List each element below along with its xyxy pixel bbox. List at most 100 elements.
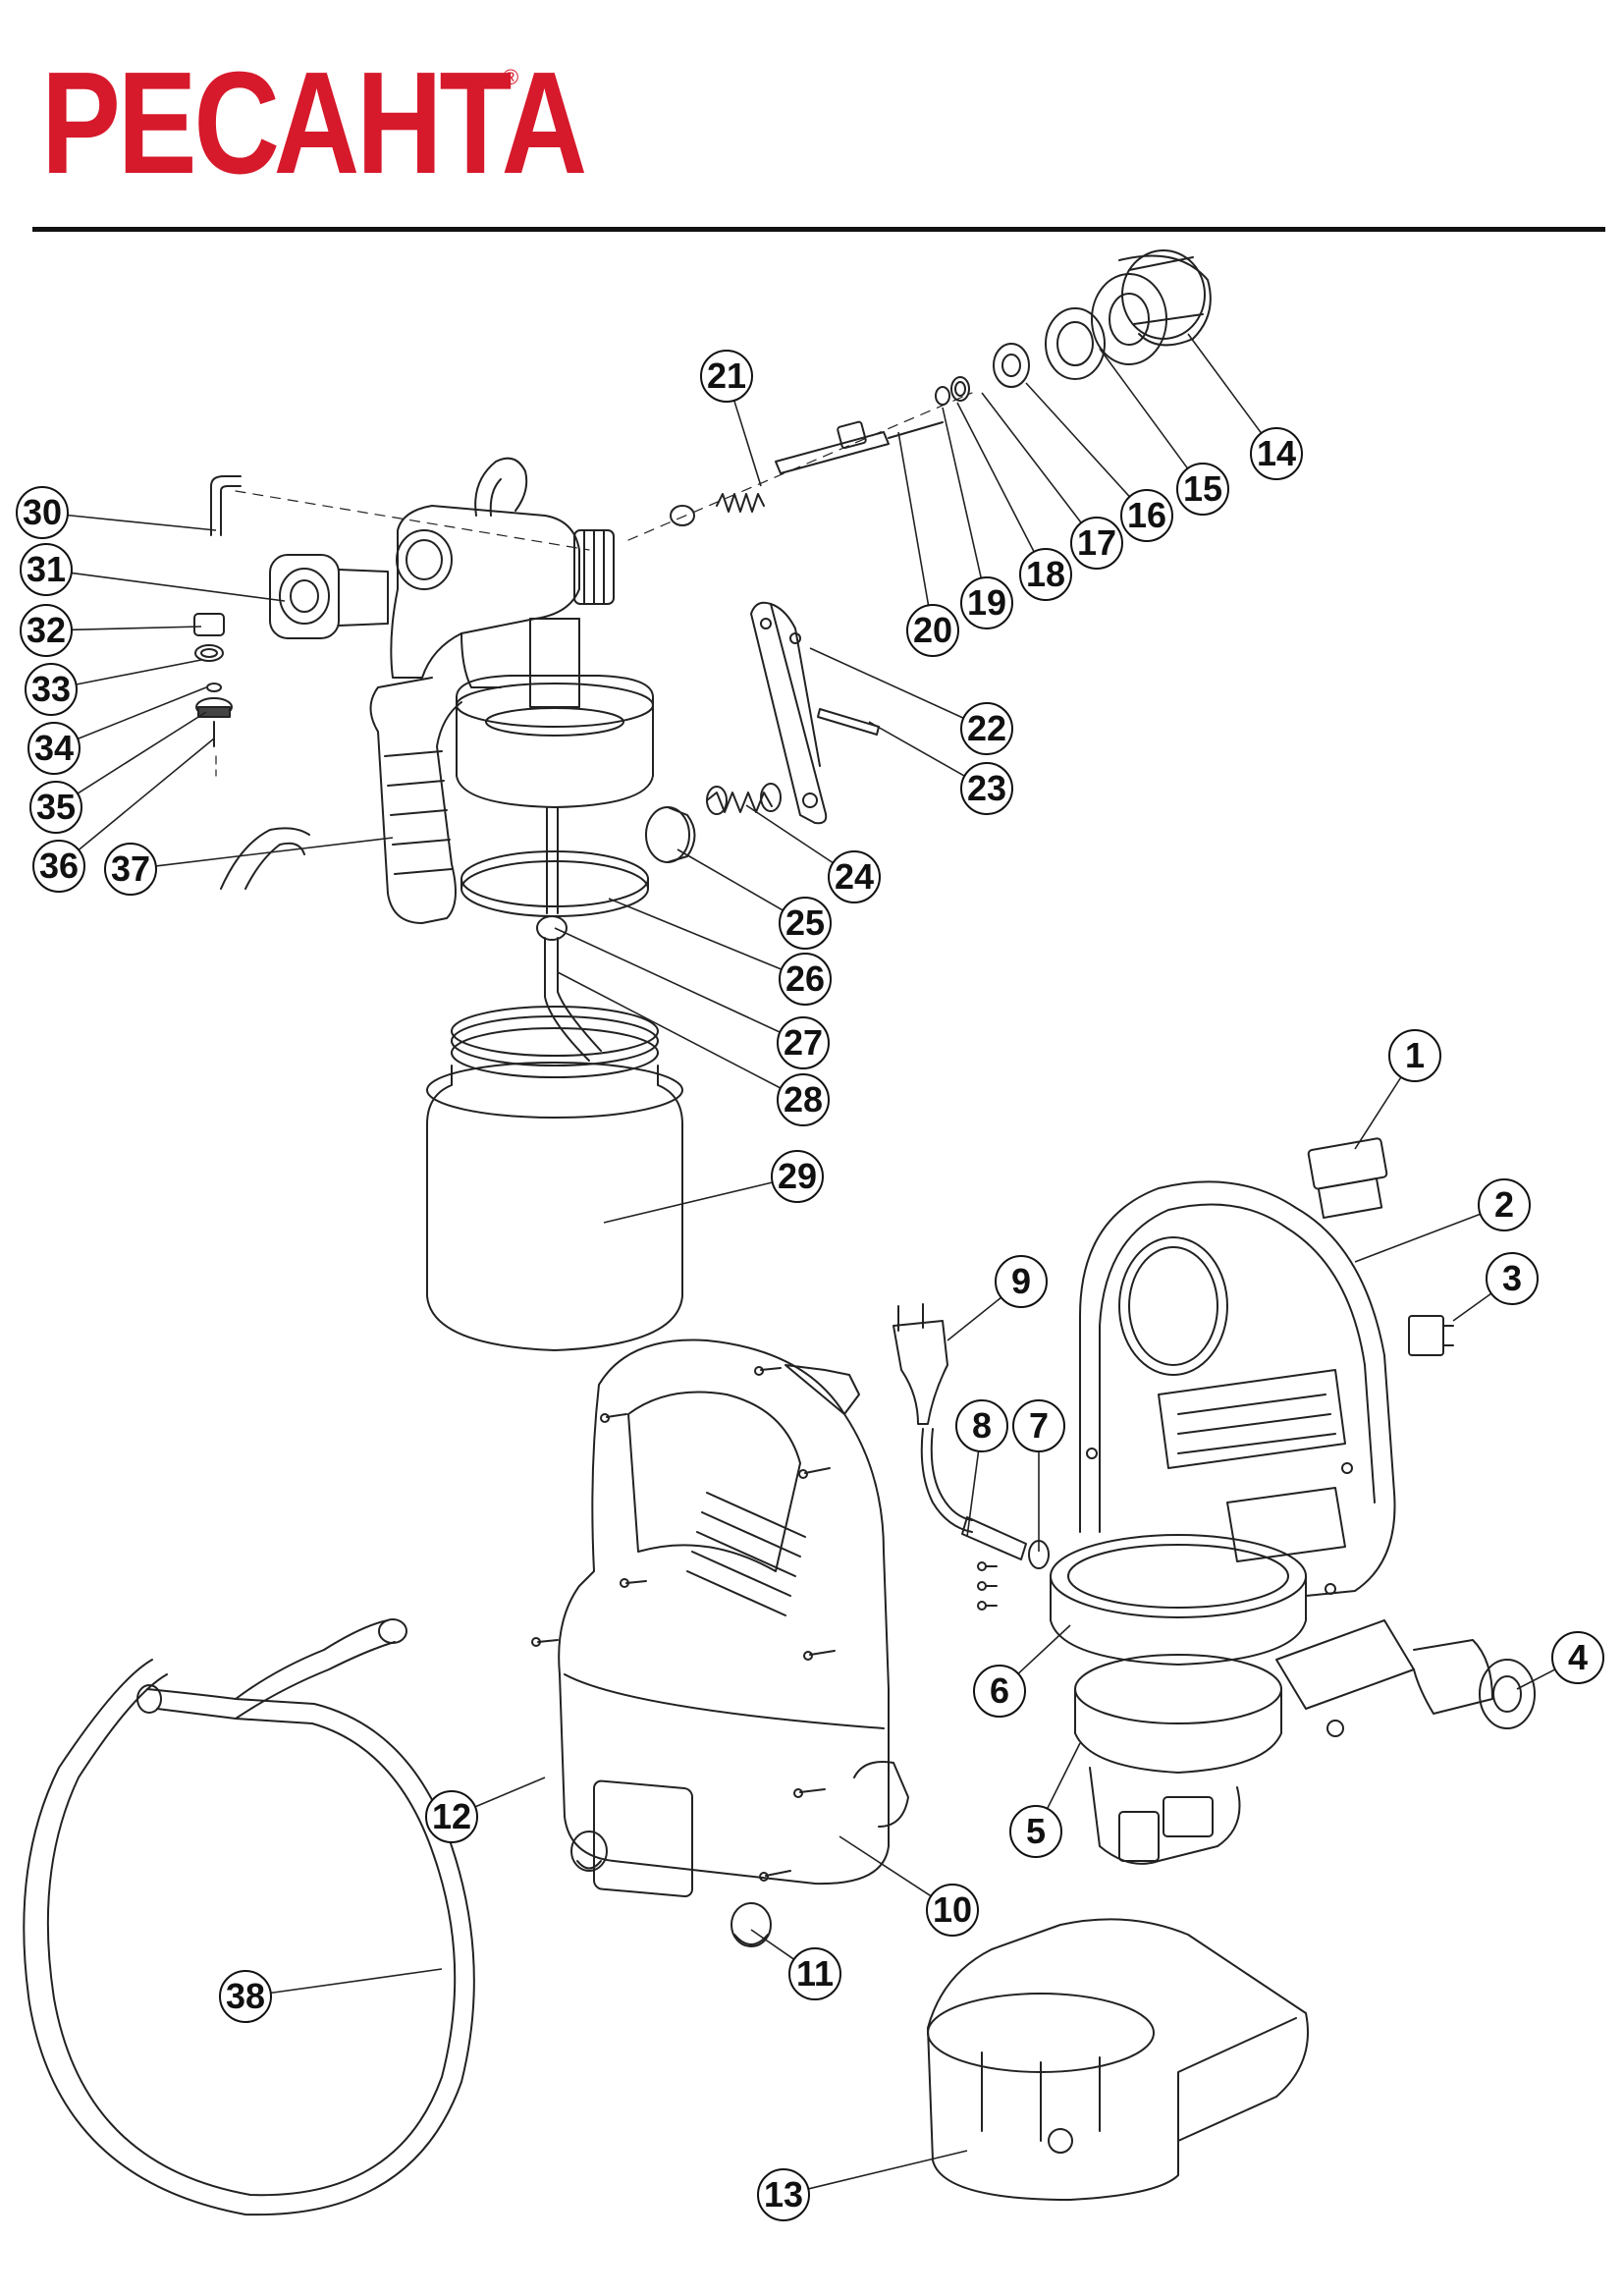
callout-33: 33: [25, 659, 202, 716]
callout-9: 9: [947, 1255, 1048, 1341]
callout-1: 1: [1354, 1029, 1441, 1150]
callout-number: 11: [796, 1953, 834, 1994]
callout-28: 28: [557, 971, 830, 1126]
brand-logo: РЕСАНТА: [41, 42, 587, 204]
callout-circle: [700, 350, 753, 403]
callout-number: 17: [1077, 522, 1116, 563]
callout-number: 4: [1568, 1637, 1588, 1677]
callout-number: 3: [1502, 1258, 1522, 1298]
callout-leader: [981, 392, 1082, 523]
callout-circle: [425, 1790, 478, 1843]
callout-number: 30: [23, 492, 62, 532]
callout-circle: [779, 897, 832, 950]
callout-circle: [1486, 1252, 1539, 1305]
housing-right-drawing: [1079, 1137, 1454, 1597]
callout-leader: [67, 514, 217, 531]
callout-leader: [1099, 348, 1189, 469]
callout-circle: [1250, 427, 1303, 480]
callout-number: 32: [27, 610, 66, 650]
callout-circle: [20, 604, 73, 657]
callout-leader: [557, 971, 782, 1089]
callout-number: 29: [778, 1156, 817, 1196]
callout-38: 38: [219, 1968, 443, 2023]
callout-leader: [78, 738, 215, 851]
callout-21: 21: [700, 350, 762, 487]
callout-number: 6: [990, 1670, 1009, 1711]
callout-leader: [868, 721, 965, 777]
callout-leader: [1187, 333, 1263, 434]
callout-number: 1: [1405, 1035, 1425, 1075]
callout-circle: [777, 1016, 830, 1069]
callout-leader: [77, 686, 207, 740]
callout-leader: [1046, 1742, 1081, 1810]
callout-number: 9: [1011, 1261, 1031, 1301]
callout-circle: [104, 843, 157, 896]
callout-31: 31: [20, 543, 286, 602]
callout-35: 35: [29, 711, 207, 834]
header-divider: [32, 227, 1605, 232]
callout-circle: [1551, 1631, 1604, 1684]
callout-circle: [25, 663, 78, 716]
callout-leader: [956, 402, 1035, 553]
callout-leader: [76, 659, 202, 685]
callout-leader: [71, 626, 202, 631]
callout-number: 27: [784, 1022, 823, 1063]
callout-number: 37: [111, 848, 150, 889]
callout-15: 15: [1099, 348, 1229, 516]
callout-leader: [270, 1968, 443, 1995]
callout-leader: [77, 711, 207, 794]
callout-circle: [1012, 1399, 1065, 1452]
callout-number: 18: [1026, 554, 1065, 594]
callout-leader: [554, 927, 781, 1033]
callout-number: 22: [967, 708, 1006, 748]
hose-drawing: [23, 1618, 475, 2216]
callout-5: 5: [1009, 1742, 1081, 1858]
callout-circle: [960, 762, 1013, 815]
foot-drawing: [730, 1902, 772, 1947]
callout-23: 23: [868, 721, 1013, 815]
callout-10: 10: [839, 1835, 979, 1937]
callout-36: 36: [32, 738, 215, 893]
callout-leader: [1354, 1076, 1402, 1150]
callout-circle: [777, 1073, 830, 1126]
callout-circle: [27, 722, 81, 775]
base-stand-drawing: [927, 1918, 1309, 2201]
callout-number: 26: [785, 958, 825, 999]
paint-container-drawing: [426, 618, 683, 1351]
callout-number: 14: [1257, 433, 1296, 473]
callout-number: 13: [764, 2174, 803, 2214]
callout-13: 13: [757, 2150, 968, 2221]
callout-number: 16: [1127, 495, 1166, 535]
callout-7: 7: [1012, 1399, 1065, 1552]
callout-leader: [1354, 1213, 1481, 1263]
callout-number: 38: [226, 1976, 265, 2016]
callout-circle: [973, 1665, 1026, 1718]
spray-gun-drawing: [193, 392, 973, 924]
power-cord-drawing: [893, 1303, 1050, 1611]
callout-circle: [960, 576, 1013, 629]
callout-circle: [29, 781, 82, 834]
callout-34: 34: [27, 686, 207, 775]
callout-number: 21: [707, 355, 746, 396]
callout-circle: [788, 1947, 841, 2000]
callout-number: 12: [432, 1796, 471, 1836]
callout-circle: [1070, 517, 1123, 570]
callout-6: 6: [973, 1624, 1071, 1718]
callout-leader: [942, 407, 983, 578]
callout-leader: [676, 848, 784, 911]
callout-number: 2: [1494, 1184, 1514, 1225]
callout-number: 35: [36, 787, 76, 827]
callout-leader: [474, 1777, 546, 1808]
callout-leader: [750, 1929, 795, 1960]
callout-leader: [608, 898, 783, 970]
callout-leader: [808, 2150, 968, 2190]
callout-circle: [955, 1399, 1008, 1452]
callout-circle: [20, 543, 73, 596]
trigger-drawing: [645, 601, 880, 863]
callout-17: 17: [981, 392, 1123, 570]
callout-circle: [1478, 1178, 1531, 1231]
callout-circle: [219, 1970, 272, 2023]
callout-number: 10: [933, 1889, 972, 1930]
callout-number: 33: [31, 669, 71, 709]
callout-number: 15: [1183, 468, 1222, 509]
